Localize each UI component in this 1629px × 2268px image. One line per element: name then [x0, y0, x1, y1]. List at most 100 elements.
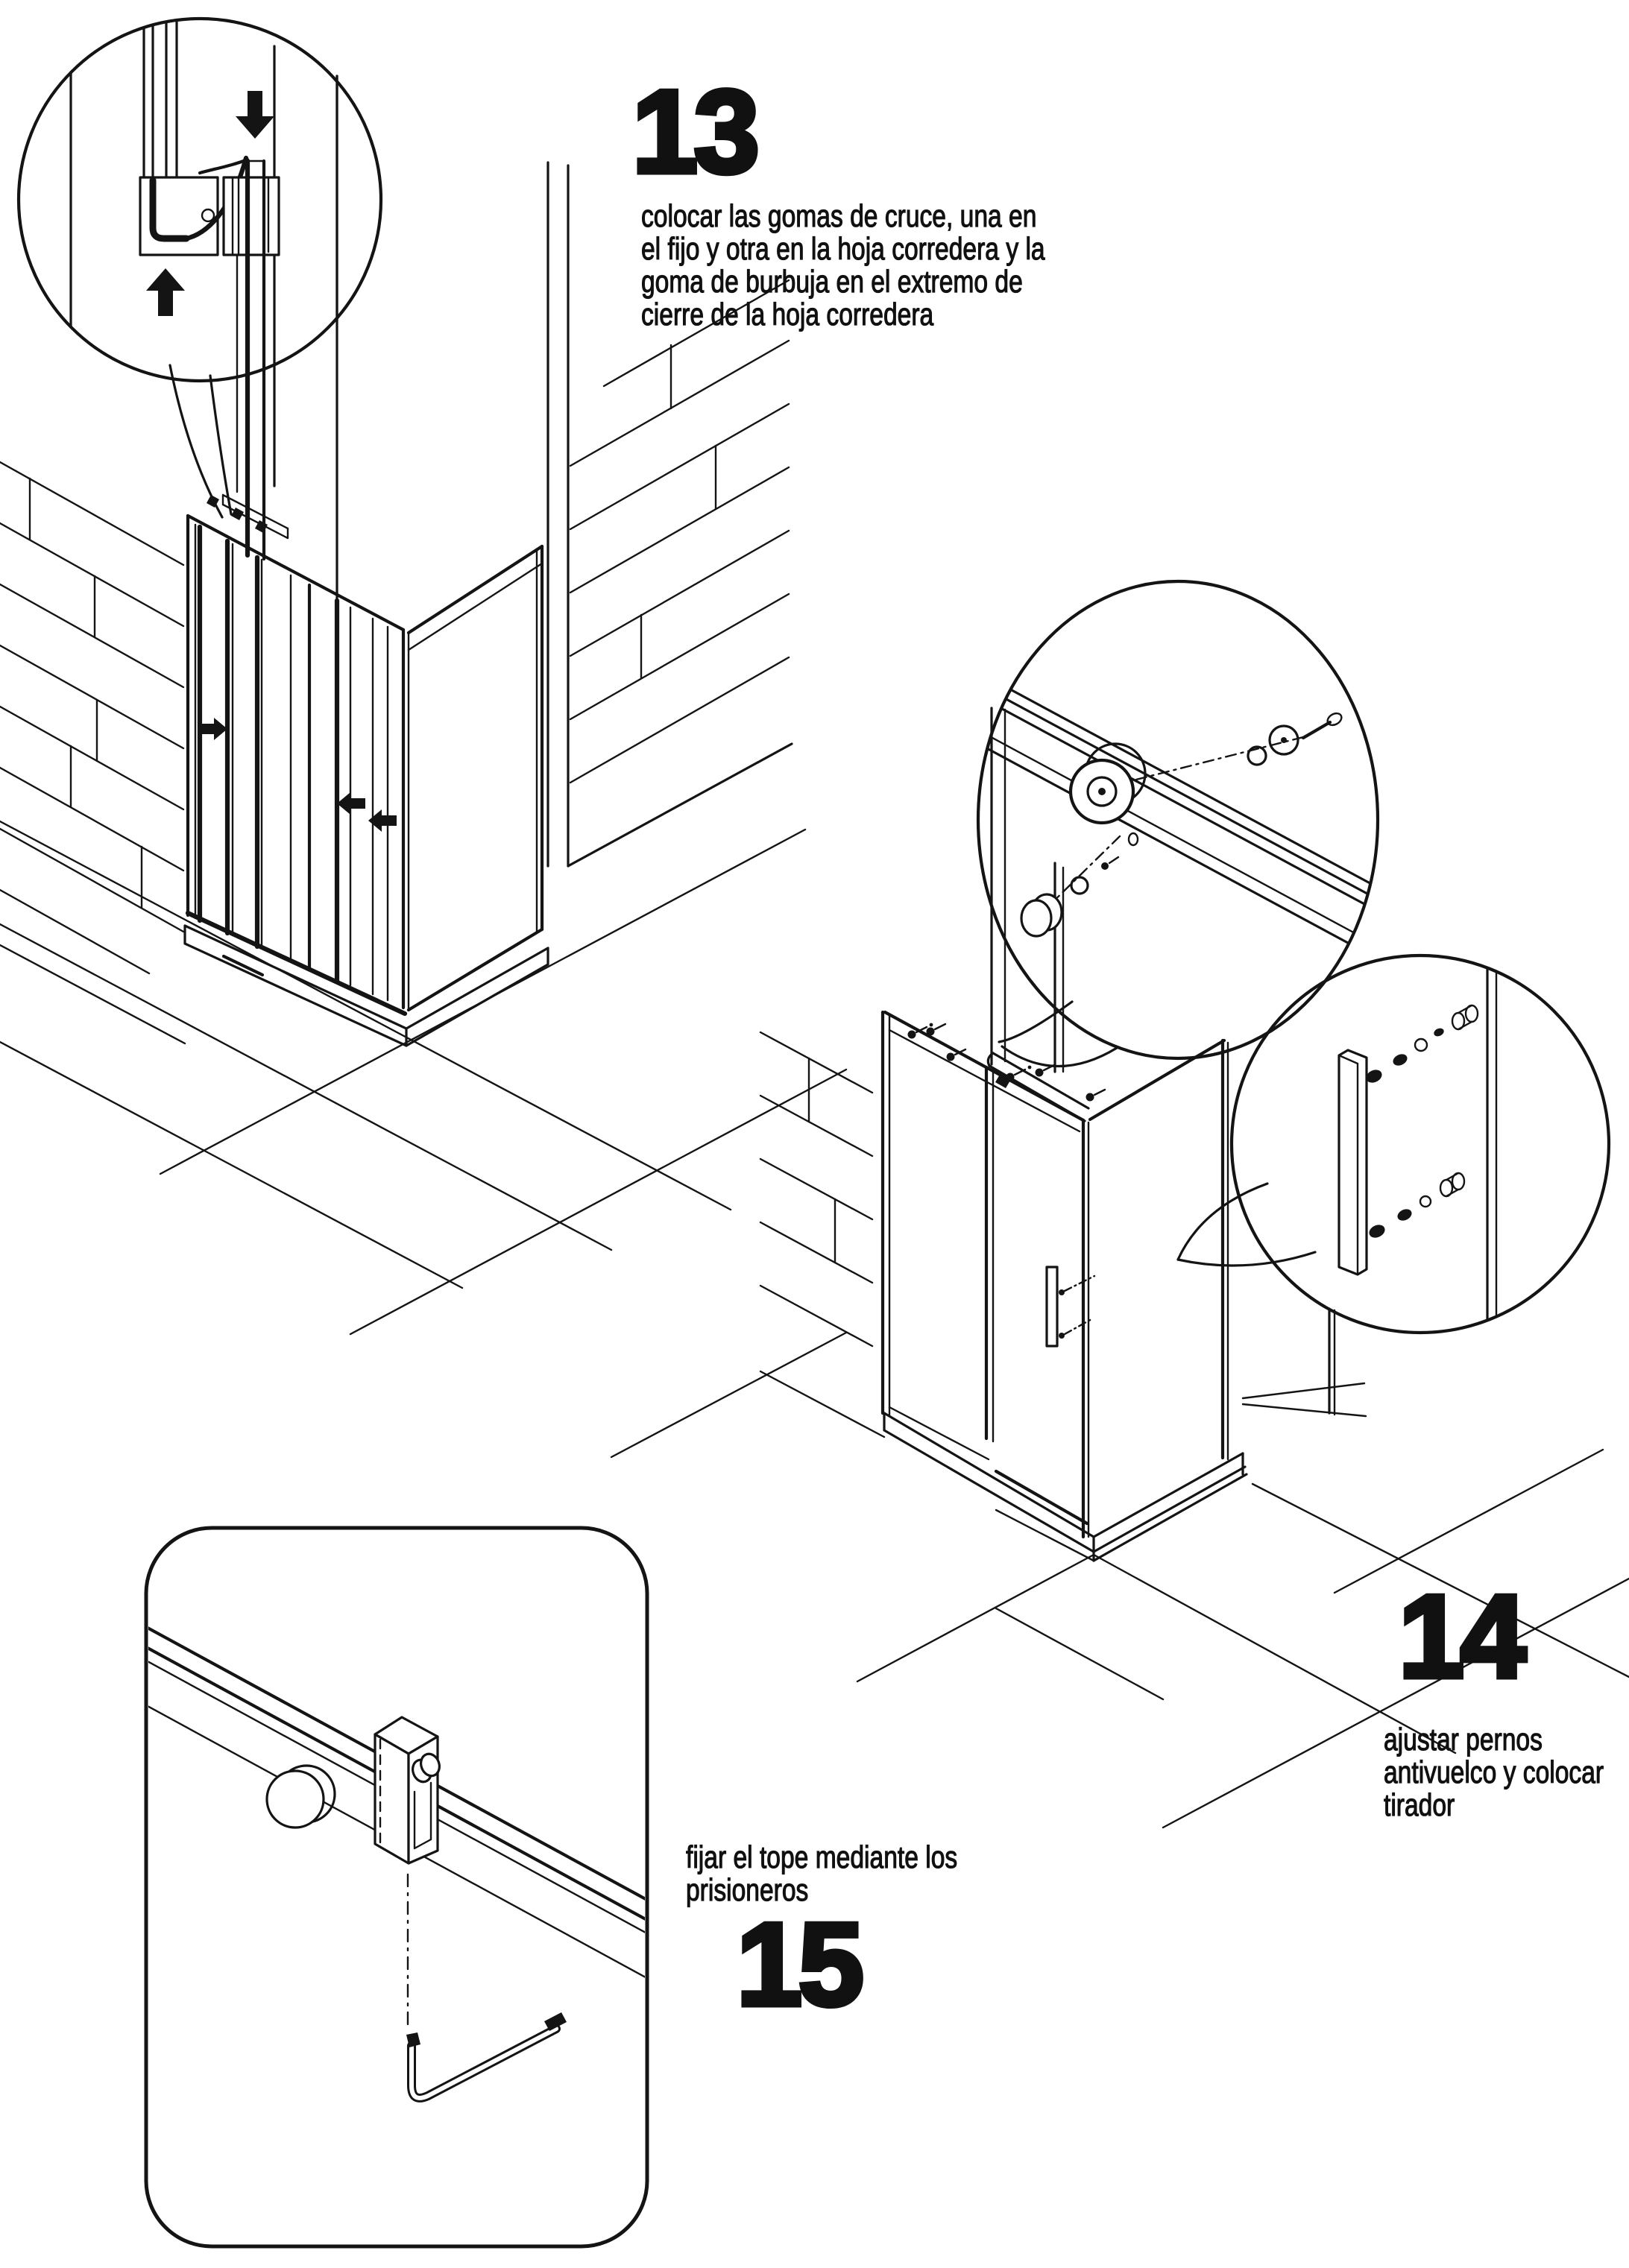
- callout-circle: [976, 579, 1380, 1061]
- cross-gasket-rubber: [198, 157, 250, 175]
- callout-tail: [1176, 1251, 1317, 1267]
- brick-line: [569, 656, 790, 784]
- screw-icon: [1086, 1088, 1106, 1102]
- step-13-number: 13: [630, 66, 763, 198]
- step-14-number: 14: [1396, 1571, 1529, 1702]
- illustration-step-15: [144, 1526, 649, 2249]
- rail-hole: [1127, 832, 1139, 847]
- wall-base: [567, 742, 793, 868]
- door-rail: [992, 1052, 1090, 1110]
- brick-line: [759, 1221, 874, 1284]
- cover-cap-disc: [265, 1764, 336, 1829]
- tile-line: [1162, 1577, 1629, 1829]
- panel-bottom: [221, 954, 265, 977]
- illustration-step-14: [759, 579, 1629, 1829]
- tile-line: [0, 1040, 464, 1289]
- tile-line: [349, 1068, 848, 1336]
- allen-key-hex-tip: [544, 2012, 567, 2031]
- brick-line: [0, 766, 185, 872]
- allen-key-hex-tip: [406, 2032, 420, 2047]
- cross-gasket-rubber: [149, 177, 190, 242]
- brick-line: [0, 644, 185, 750]
- cover-cap: [1020, 899, 1053, 938]
- wall-base: [0, 944, 186, 1045]
- detail-panel-frame: [144, 1526, 649, 2249]
- brick-line: [569, 593, 790, 721]
- caption-line: ajustar pernos: [1384, 1722, 1543, 1757]
- arrow-left-icon: [337, 792, 365, 815]
- callout-tail: [168, 364, 224, 519]
- shower-enclosure-right: [880, 1010, 1367, 1562]
- door-bottom: [994, 1469, 1089, 1526]
- handle-stud: [1369, 1225, 1385, 1238]
- shower-enclosure-left: [183, 75, 549, 1047]
- caption-line: prisioneros: [686, 1872, 809, 1907]
- tile-line: [1251, 1482, 1629, 1678]
- screw-icon: [946, 1048, 967, 1061]
- washer: [1268, 724, 1299, 756]
- slider-channel: [222, 176, 280, 256]
- brick-wall-right: [567, 279, 793, 868]
- shower-tray: [183, 924, 549, 1047]
- tile-line: [1333, 1448, 1604, 1594]
- brick-line: [0, 705, 185, 811]
- wall-corner-14: [990, 707, 1006, 1066]
- caption-line: goma de burbuja en el extremo de: [641, 264, 1024, 299]
- floor-tiles-right: [856, 1448, 1629, 1829]
- handle-fixings-upper: [1393, 1004, 1479, 1066]
- brick-line: [569, 402, 790, 531]
- shower-tray: [883, 1412, 1248, 1562]
- tile-line: [856, 1553, 1095, 1683]
- callout-tail: [998, 1000, 1074, 1043]
- top-rail-inner: [888, 1029, 1081, 1133]
- illustration-step-13: [0, 16, 848, 1459]
- detail-callout-roller: [976, 579, 1380, 1073]
- brick-line: [569, 529, 790, 657]
- brick-line: [569, 466, 790, 594]
- brick-line: [759, 1284, 874, 1348]
- return-panel-inner: [407, 562, 543, 651]
- set-screw-pin: [420, 1752, 441, 1778]
- wall-corner: [236, 45, 570, 868]
- brick-line: [602, 279, 790, 388]
- brick-line: [0, 583, 185, 689]
- washer: [1247, 745, 1267, 766]
- caption-line: antivuelco y colocar: [1384, 1754, 1604, 1790]
- callout-circle: [1229, 953, 1611, 1335]
- callout-tail: [209, 374, 233, 516]
- step-15-caption: fijar el tope mediante los prisioneros: [686, 1839, 958, 1907]
- screw-icon: [1301, 720, 1332, 740]
- screw-icon: [1006, 1065, 1032, 1081]
- screw-head: [1326, 712, 1343, 727]
- glass-bottom: [888, 1406, 990, 1461]
- step-13-caption: colocar las gomas de cruce, una en el fi…: [641, 199, 1046, 332]
- step-14-caption: ajustar pernos antivuelco y colocar tira…: [1384, 1722, 1604, 1822]
- handle-stud: [1366, 1070, 1382, 1083]
- roller-assembly: [1020, 712, 1343, 938]
- return-panel-top: [1088, 1038, 1226, 1122]
- wall-base: [759, 1370, 886, 1438]
- brick-line: [759, 1031, 874, 1094]
- brick-line: [0, 522, 185, 628]
- brick-line: [0, 461, 185, 566]
- caption-line: fijar el tope mediante los: [686, 1839, 958, 1874]
- door-rail: [988, 1064, 1086, 1122]
- floor-tiles-left: [0, 820, 848, 1459]
- arrow-right-icon: [199, 718, 227, 740]
- brick-line: [0, 888, 151, 975]
- tope-block: [374, 1716, 441, 1865]
- tile-line: [0, 820, 732, 1211]
- brick-wall-left: [0, 461, 185, 975]
- tile-line: [159, 828, 807, 1175]
- wall-base: [1241, 1403, 1367, 1418]
- callout-tail: [1176, 1182, 1269, 1261]
- tile-line: [995, 1607, 1165, 1701]
- door-frame-top: [186, 514, 406, 632]
- top-rail-band: [983, 674, 1377, 959]
- allen-key: [406, 2012, 567, 2103]
- cross-gasket-rubber: [183, 155, 249, 241]
- washer: [1070, 876, 1089, 895]
- caption-line: cierre de la hoja corredera: [641, 297, 934, 332]
